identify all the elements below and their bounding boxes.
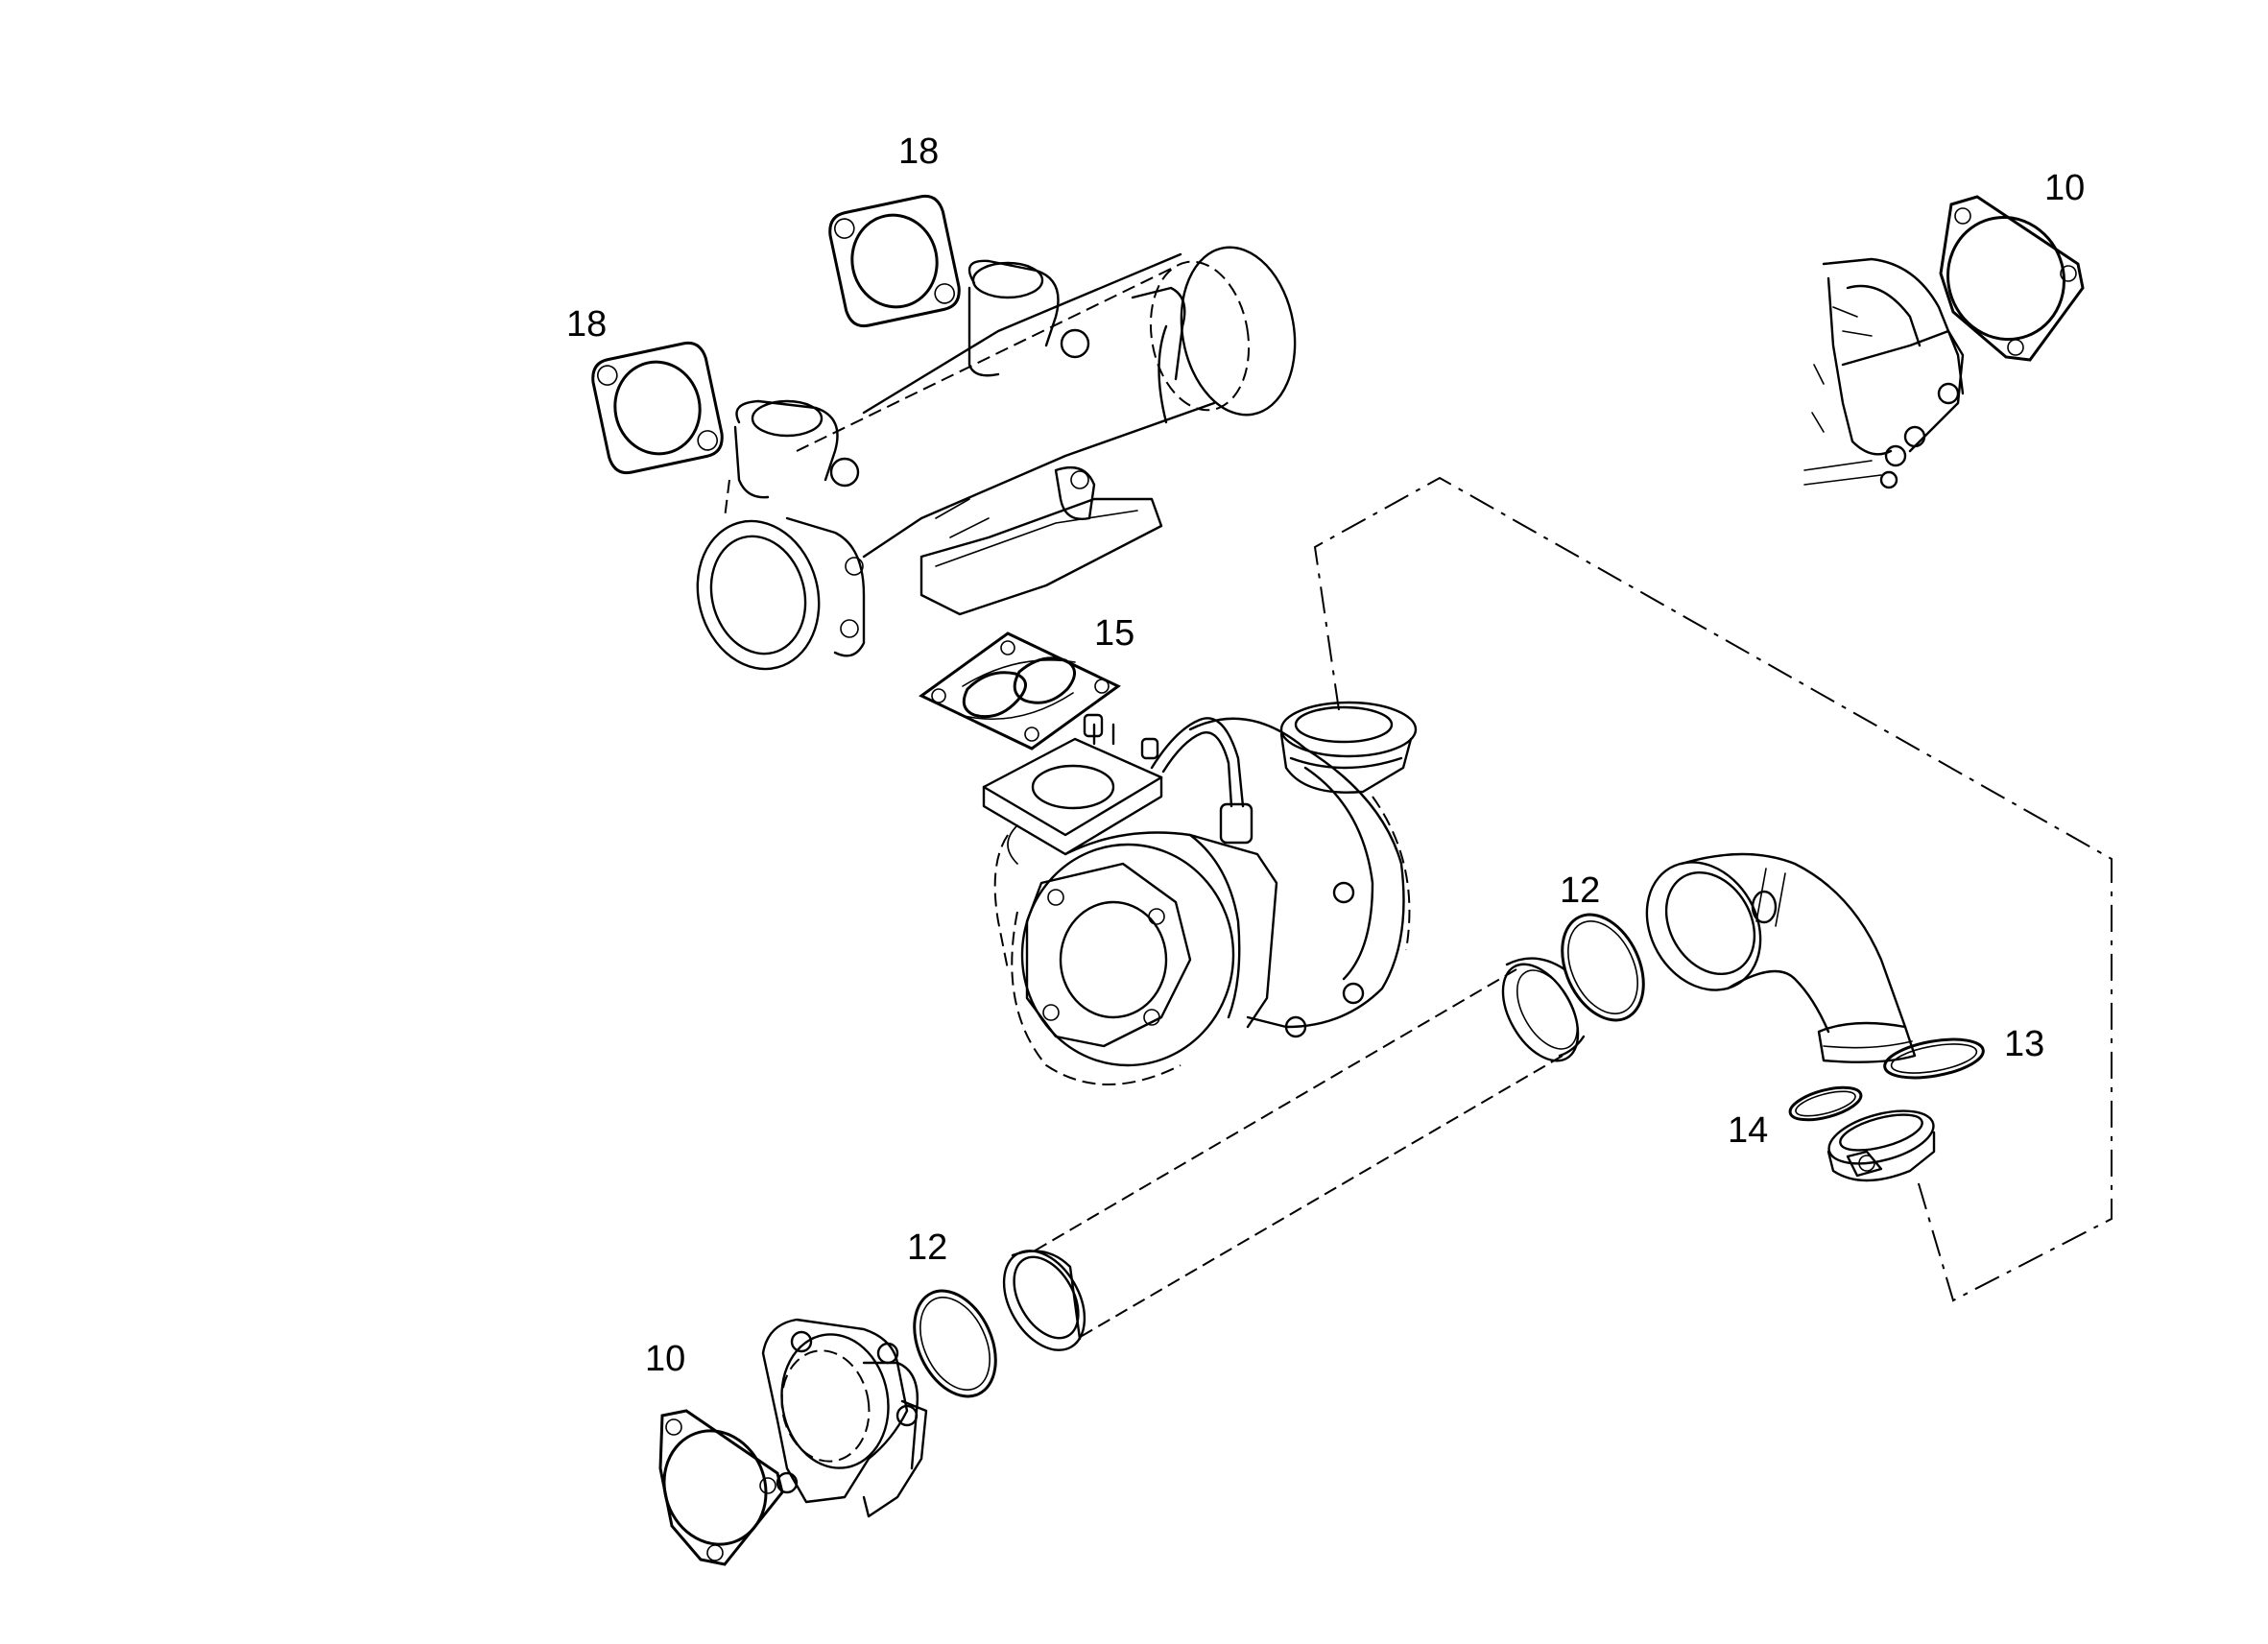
o-ring-12-bottom — [913, 1289, 997, 1398]
exhaust-manifold — [696, 246, 1297, 671]
o-ring-12-mid — [1561, 913, 1645, 1022]
callout-18-top: 18 — [898, 131, 939, 172]
elbow-pipe — [1645, 852, 1917, 1063]
callout-10-top: 10 — [2044, 168, 2085, 208]
gasket-15 — [919, 631, 1121, 751]
callout-12-bottom: 12 — [907, 1227, 947, 1268]
callout-15: 15 — [1094, 613, 1134, 654]
callout-10-bottom: 10 — [645, 1339, 685, 1379]
callout-18-left: 18 — [566, 304, 607, 345]
gasket-18-top — [828, 194, 961, 328]
clamp — [1826, 1109, 1936, 1182]
o-ring-13 — [1883, 1037, 1985, 1080]
pump-housing-top — [1803, 257, 1965, 489]
gasket-10-bottom — [658, 1409, 784, 1566]
callout-12-mid: 12 — [1560, 870, 1600, 911]
turbocharger — [982, 701, 1418, 1085]
o-ring-14 — [1788, 1085, 1863, 1122]
gasket-10-top — [1939, 195, 2085, 362]
callout-14: 14 — [1728, 1110, 1768, 1151]
leader-lines — [1313, 476, 2113, 1302]
long-pipe — [1002, 957, 1586, 1351]
callout-13: 13 — [2004, 1024, 2044, 1064]
gasket-18-left — [591, 341, 724, 475]
pump-housing-bottom — [761, 1318, 928, 1518]
